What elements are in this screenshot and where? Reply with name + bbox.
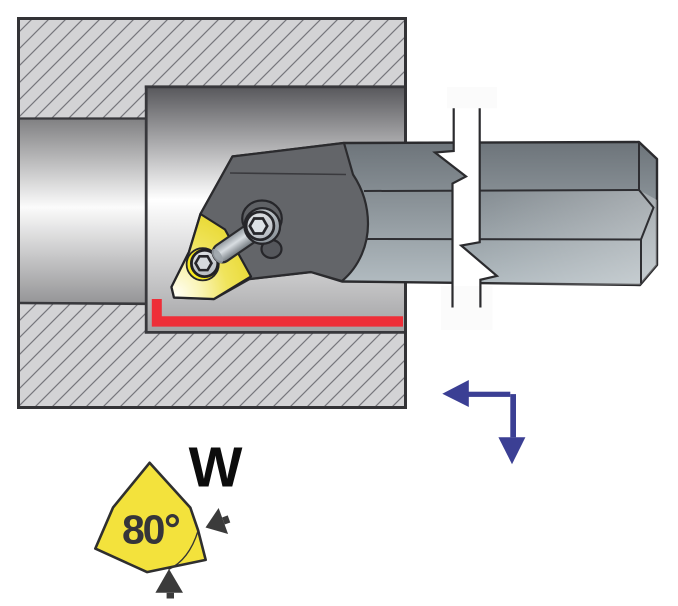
svg-text:80: 80 — [122, 506, 165, 552]
svg-text:W: W — [189, 436, 243, 500]
